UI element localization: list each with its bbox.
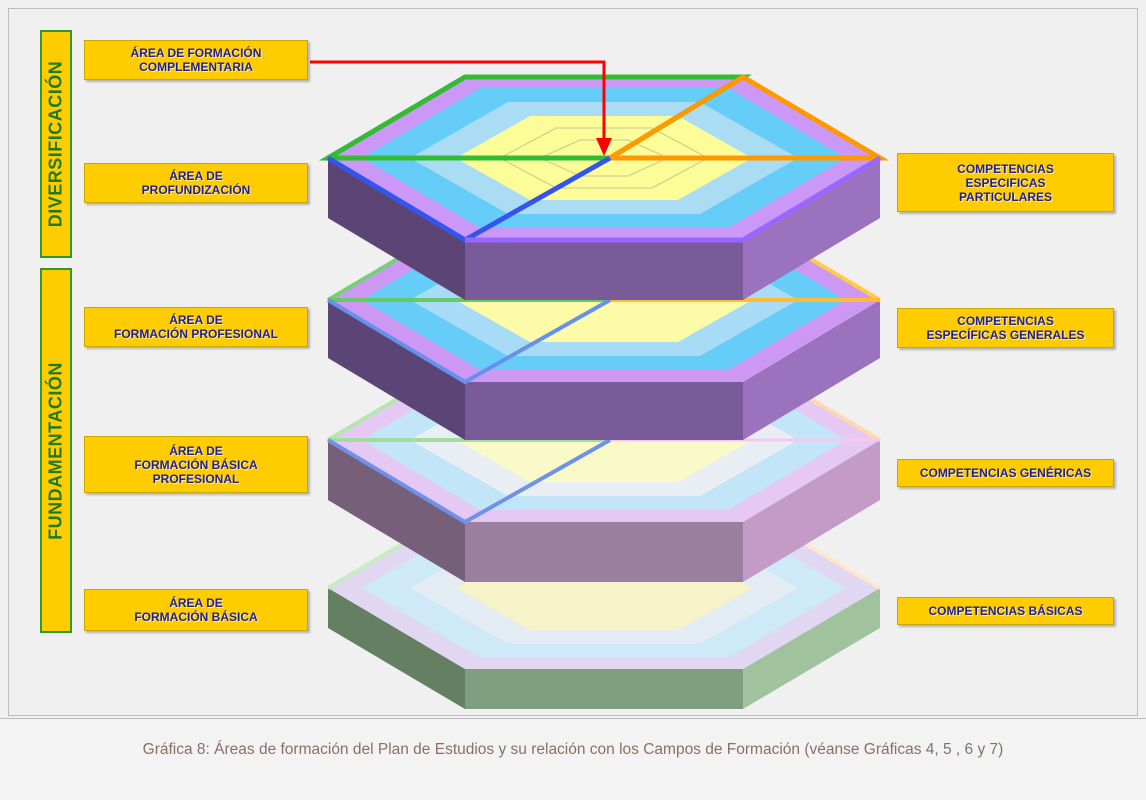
label-area-formacion-basica: ÁREA DE FORMACIÓN BÁSICA	[84, 589, 308, 631]
label-competencias-especificas-generales: COMPETENCIAS ESPECÍFICAS GENERALES	[897, 308, 1114, 348]
layered-hexagon-diagram	[310, 60, 890, 709]
label-competencias-especificas-particulares: COMPETENCIAS ESPECIFICAS PARTICULARES	[897, 153, 1114, 212]
label-area-profundizacion: ÁREA DE PROFUNDIZACIÓN	[84, 163, 308, 203]
label-area-complementaria: ÁREA DE FORMACIÓN COMPLEMENTARIA	[84, 40, 308, 80]
arrow-complementaria	[310, 60, 612, 156]
diversificacion-label: DIVERSIFICACIÓN	[45, 60, 66, 228]
fundamentacion-bar: FUNDAMENTACIÓN	[40, 268, 72, 633]
caption: Gráfica 8: Áreas de formación del Plan d…	[142, 741, 1004, 758]
label-area-formacion-profesional: ÁREA DE FORMACIÓN PROFESIONAL	[84, 307, 308, 347]
diversificacion-bar: DIVERSIFICACIÓN	[40, 30, 72, 258]
layer-profundizacion	[318, 74, 890, 300]
label-competencias-genericas: COMPETENCIAS GENÉRICAS	[897, 459, 1114, 487]
label-area-formacion-basica-profesional: ÁREA DE FORMACIÓN BÁSICA PROFESIONAL	[84, 436, 308, 493]
caption-panel: Gráfica 8: Áreas de formación del Plan d…	[0, 718, 1146, 800]
label-competencias-basicas: COMPETENCIAS BÁSICAS	[897, 597, 1114, 625]
fundamentacion-label: FUNDAMENTACIÓN	[45, 361, 66, 540]
